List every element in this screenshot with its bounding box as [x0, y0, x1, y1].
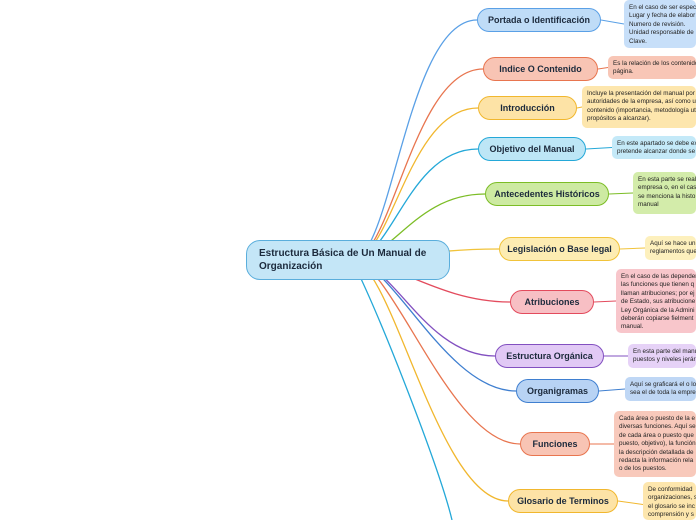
note-line: contenido (importancia, metodología ut	[587, 106, 696, 114]
topic-antecedentes[interactable]: Antecedentes Históricos	[485, 182, 609, 206]
note-connector-organigramas	[598, 388, 626, 392]
topic-label: Introducción	[500, 103, 555, 113]
connector-portada	[351, 19, 478, 261]
note-line: puesto, objetivo), la función	[619, 440, 696, 448]
note-line: de cada área o puesto que	[619, 431, 694, 439]
note-line: Aquí se graficará el o lo	[630, 381, 696, 388]
note-line: manual.	[621, 323, 644, 331]
note-line: de Estado, sus atribucione	[621, 298, 696, 306]
note-line: el glosario se inc	[648, 502, 695, 510]
note-line: página.	[613, 68, 634, 76]
note-connector-portada	[600, 19, 625, 25]
topic-label: Legislación o Base legal	[507, 244, 612, 254]
note-line: Aquí se hace un	[650, 240, 696, 247]
topic-legislacion[interactable]: Legislación o Base legal	[499, 237, 620, 261]
topic-funciones[interactable]: Funciones	[520, 432, 590, 456]
note-connector-legislacion	[619, 247, 646, 250]
note-line: Cada área o puesto de la e	[619, 415, 695, 422]
note-line: deberán copiarse fielment	[621, 315, 694, 323]
note-connector-antecedentes	[608, 192, 634, 195]
connector-introduccion	[351, 107, 479, 261]
note-line: En el caso de ser espec	[629, 4, 696, 11]
topic-label: Funciones	[532, 439, 578, 449]
note-line: autoridades de la empresa, así como u	[587, 98, 696, 106]
note-line: Unidad responsable de	[629, 29, 694, 37]
note-line: reglamentos que	[650, 248, 696, 256]
note-line: Clave.	[629, 37, 647, 45]
note-line: Incluye la presentación del manual por	[587, 90, 695, 97]
topic-objetivo[interactable]: Objetivo del Manual	[478, 137, 586, 161]
note-line: En esta parte del manu	[633, 348, 696, 355]
note-line: organizaciones, s	[648, 494, 696, 502]
topic-label: Antecedentes Históricos	[494, 189, 600, 199]
note-connector-introduccion	[576, 106, 583, 109]
note-line: la descripción detallada de	[619, 448, 694, 456]
topic-organigramas[interactable]: Organigramas	[516, 379, 599, 403]
note-line: o de los puestos.	[619, 465, 667, 473]
note-connector-atribuciones	[593, 300, 617, 303]
topic-label: Estructura Orgánica	[506, 351, 593, 361]
connector-indice	[351, 68, 484, 261]
note-line: redacta la información rela	[619, 457, 694, 465]
topic-label: Indice O Contenido	[499, 64, 582, 74]
note-line: manual	[638, 201, 659, 209]
topic-label: Glosario de Terminos	[517, 496, 609, 506]
central-topic[interactable]: Estructura Básica de Un Manual de Organi…	[246, 240, 450, 280]
note-line: Lugar y fecha de elabor	[629, 12, 696, 20]
note-line: se menciona la histo	[638, 192, 696, 200]
topic-label: Organigramas	[526, 386, 589, 396]
note-line: empresa o, en el cas	[638, 184, 696, 192]
note-line: En este apartado se debe ex	[617, 140, 696, 147]
note-line: En el caso de las dependen	[621, 273, 696, 280]
topic-label: Objetivo del Manual	[489, 144, 575, 154]
note-line: propósitos a alcanzar).	[587, 115, 651, 123]
topic-indice[interactable]: Indice O Contenido	[483, 57, 598, 81]
topic-label: Portada o Identificación	[487, 15, 590, 25]
topic-introduccion[interactable]: Introducción	[478, 96, 577, 120]
topic-portada[interactable]: Portada o Identificación	[477, 8, 601, 32]
note-line: las funciones que tienen q	[621, 281, 695, 289]
note-line: puestos y niveles jerár	[633, 356, 696, 364]
note-line: Ley Orgánica de la Admini	[621, 306, 695, 314]
note-connector-glosario	[617, 500, 644, 505]
connector-offscreen	[351, 259, 453, 520]
central-topic-label: Estructura Básica de Un Manual de Organi…	[259, 248, 427, 272]
note-line: Es la relación de los contenido	[613, 60, 696, 67]
topic-glosario[interactable]: Glosario de Terminos	[508, 489, 618, 513]
note-line: comprensión y s	[648, 511, 694, 519]
topic-estructura[interactable]: Estructura Orgánica	[495, 344, 604, 368]
note-line: Numero de revisión.	[629, 20, 686, 28]
note-line: sea el de toda la empre	[630, 389, 696, 397]
note-line: diversas funciones. Aquí se	[619, 423, 696, 431]
note-line: De conformidad	[648, 486, 693, 493]
topic-label: Atribuciones	[524, 297, 580, 307]
note-connector-indice	[597, 67, 609, 70]
topic-atribuciones[interactable]: Atribuciones	[510, 290, 594, 314]
note-line: En esta parte se real	[638, 176, 696, 183]
note-connector-objetivo	[585, 147, 613, 150]
note-line: llaman atribuciones; por ej	[621, 289, 695, 297]
note-line: pretende alcanzar donde se	[617, 148, 696, 156]
connector-glosario	[351, 259, 509, 502]
